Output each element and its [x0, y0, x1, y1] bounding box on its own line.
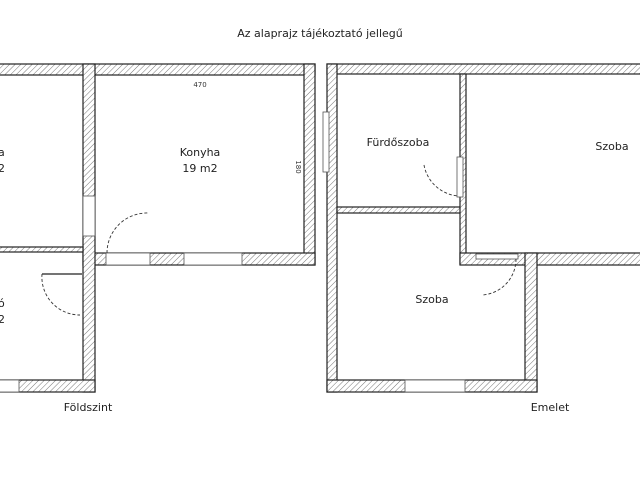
- wall: [0, 246, 84, 253]
- door-opening: [456, 156, 464, 198]
- floor-label-upper: Emelet: [531, 401, 570, 414]
- dimension-width: 470: [193, 81, 206, 89]
- door-opening: [82, 195, 96, 237]
- dimension-depth: 180: [294, 160, 302, 173]
- window: [0, 379, 20, 393]
- door-swing: [106, 212, 149, 254]
- room-name-szoba: Szoba: [595, 140, 628, 153]
- wall: [326, 63, 640, 75]
- door-swing: [481, 258, 517, 296]
- room-name-furdoszoba: Fürdőszoba: [367, 136, 430, 149]
- upper-floor-plan: Fürdőszoba Szoba Szoba Emelet: [322, 63, 640, 414]
- wall: [336, 206, 462, 214]
- plan-title: Az alaprajz tájékoztató jellegű: [237, 27, 403, 40]
- room-area-konyha: 19 m2: [182, 162, 217, 175]
- ground-floor-plan: 470 180 Konyha 19 m2 a 2 ó 2 Földszint: [0, 63, 316, 414]
- window: [322, 111, 330, 173]
- wall: [303, 63, 316, 266]
- floor-label-ground: Földszint: [64, 401, 113, 414]
- room-name-konyha: Konyha: [180, 146, 221, 159]
- door-swing: [41, 273, 81, 316]
- window: [105, 252, 151, 266]
- room-name-partial: ó: [0, 297, 5, 310]
- room-area-partial: 2: [0, 162, 5, 175]
- room-name-szoba: Szoba: [415, 293, 448, 306]
- wall: [0, 63, 316, 76]
- room-area-partial: 2: [0, 313, 5, 326]
- wall: [0, 379, 96, 393]
- window: [183, 252, 243, 266]
- room-name-partial: a: [0, 146, 5, 159]
- window: [404, 379, 466, 393]
- wall: [524, 252, 538, 393]
- door-opening: [475, 253, 519, 260]
- door-swing: [423, 164, 459, 197]
